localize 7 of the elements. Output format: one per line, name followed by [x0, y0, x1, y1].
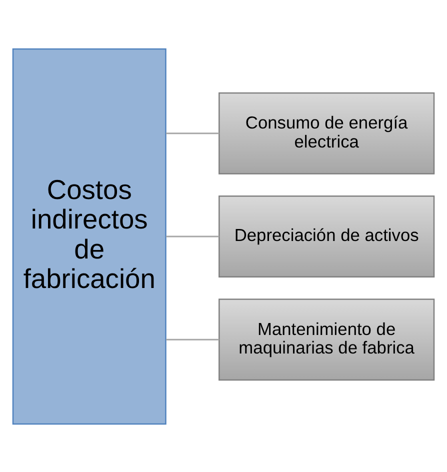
connector	[166, 338, 220, 340]
connector	[166, 235, 220, 237]
node-box: Mantenimiento de maquinarias de fabrica	[218, 298, 435, 380]
node-box: Costos indirectos de fabricación	[12, 48, 166, 424]
connector	[166, 132, 220, 134]
node-box: Depreciación de activos	[218, 195, 435, 277]
node-box: Consumo de energía electrica	[218, 92, 435, 174]
